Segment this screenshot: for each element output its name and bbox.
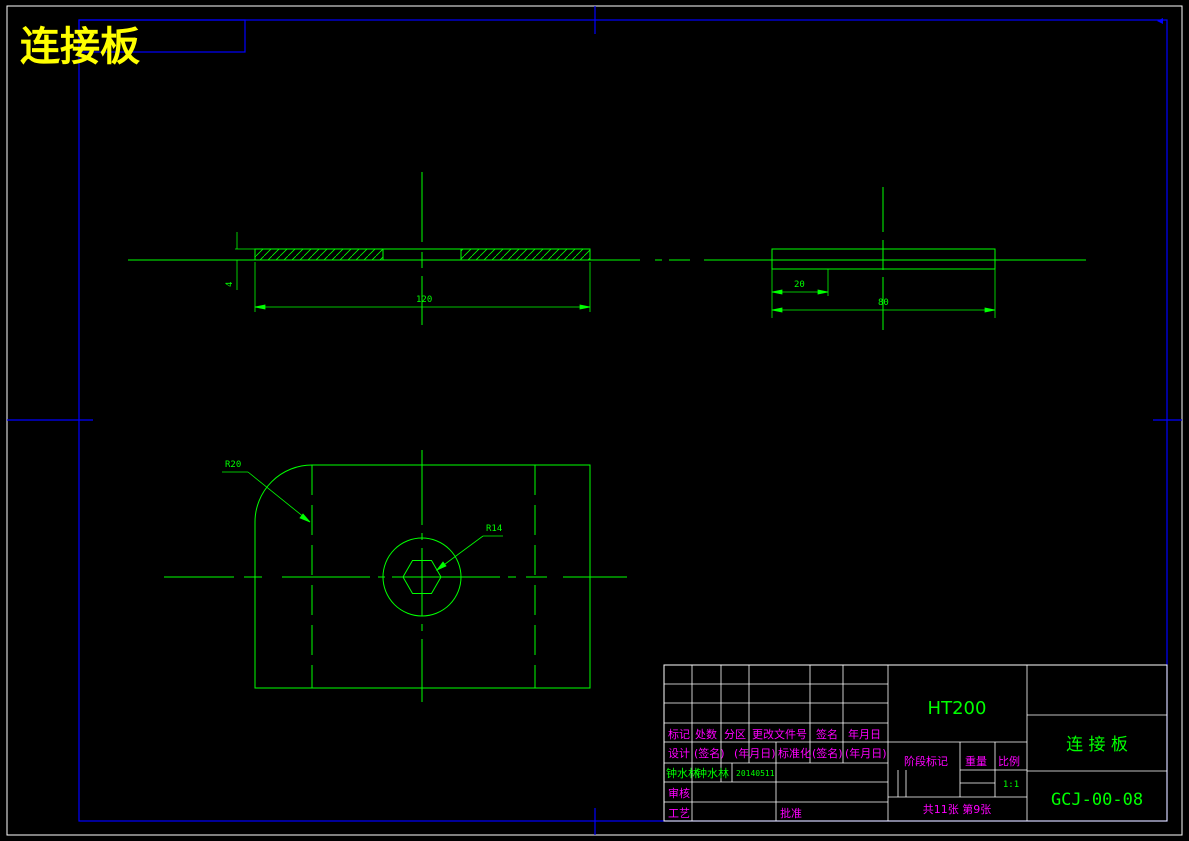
sheet-border <box>6 5 1183 836</box>
r14-label: R14 <box>486 524 502 534</box>
tb-design-date: (年月日) <box>734 746 776 760</box>
tb-standard: 标准化 <box>778 746 811 760</box>
thickness-dimension <box>235 232 255 290</box>
side-view: 20 80 <box>704 187 1086 330</box>
title-box <box>78 19 246 53</box>
thickness-label: 4 <box>225 282 235 287</box>
tb-designer-2: 钟水林 <box>696 766 729 780</box>
tb-h-change-doc: 更改文件号 <box>752 727 807 741</box>
r20-label: R20 <box>225 460 241 470</box>
hole-circle <box>382 537 462 617</box>
tb-design: 设计 <box>668 747 690 760</box>
front-hatch-left <box>254 248 384 261</box>
tb-process: 工艺 <box>668 807 690 820</box>
side-centerline <box>704 187 1086 330</box>
r20-leader <box>222 471 311 523</box>
top-centerlines <box>164 450 627 702</box>
front-hatch-right <box>460 248 591 261</box>
length-label: 120 <box>416 295 432 305</box>
side-offset-label: 20 <box>794 280 805 290</box>
tb-design-sign: (签名) <box>694 746 725 760</box>
tb-weight: 重量 <box>965 754 987 768</box>
title-block-border <box>663 664 1168 822</box>
tb-h-zone: 分区 <box>724 728 746 741</box>
side-outline <box>771 248 996 270</box>
r14-leader <box>435 535 503 571</box>
tb-design-date-value: 20140511 <box>736 769 775 778</box>
tb-h-mark: 标记 <box>668 727 690 741</box>
centering-marks <box>7 6 1182 835</box>
tb-h-date: 年月日 <box>848 727 881 741</box>
inner-frame <box>78 19 1168 822</box>
side-dimensions <box>771 269 996 318</box>
tb-designer-1: 钟水林 <box>666 766 699 780</box>
tb-ratio: 比例 <box>998 754 1020 768</box>
tb-approve: 批准 <box>780 806 802 820</box>
tb-standard-sign: (签名) <box>812 746 843 760</box>
sheet-count: 共11张 第9张 <box>923 802 992 816</box>
drawing-title: 连接板 <box>20 24 140 70</box>
top-view: R20 R14 <box>164 450 627 702</box>
hidden-lines <box>311 465 536 688</box>
title-block: 标记 处数 分区 更改文件号 签名 年月日 设计 (签名) (年月日) 标准化 … <box>663 664 1168 822</box>
drawing-number: GCJ-00-08 <box>1051 790 1143 810</box>
title-block-grid <box>664 665 1167 821</box>
scale-value: 1:1 <box>1003 780 1019 790</box>
part-name: 连 接 板 <box>1066 735 1128 755</box>
hex-socket <box>402 560 442 594</box>
top-plate-outline <box>254 464 591 689</box>
orientation-mark <box>1157 18 1163 24</box>
length-dimension <box>254 262 591 312</box>
tb-stage-mark: 阶段标记 <box>904 754 948 768</box>
tb-standard-date: (年月日) <box>845 746 887 760</box>
tb-review: 审核 <box>668 786 690 800</box>
tb-h-count: 处数 <box>695 728 717 741</box>
side-width-label: 80 <box>878 298 889 308</box>
material-label: HT200 <box>928 698 987 719</box>
tb-h-sign: 签名 <box>816 727 838 741</box>
front-view: 4 120 <box>128 172 690 325</box>
